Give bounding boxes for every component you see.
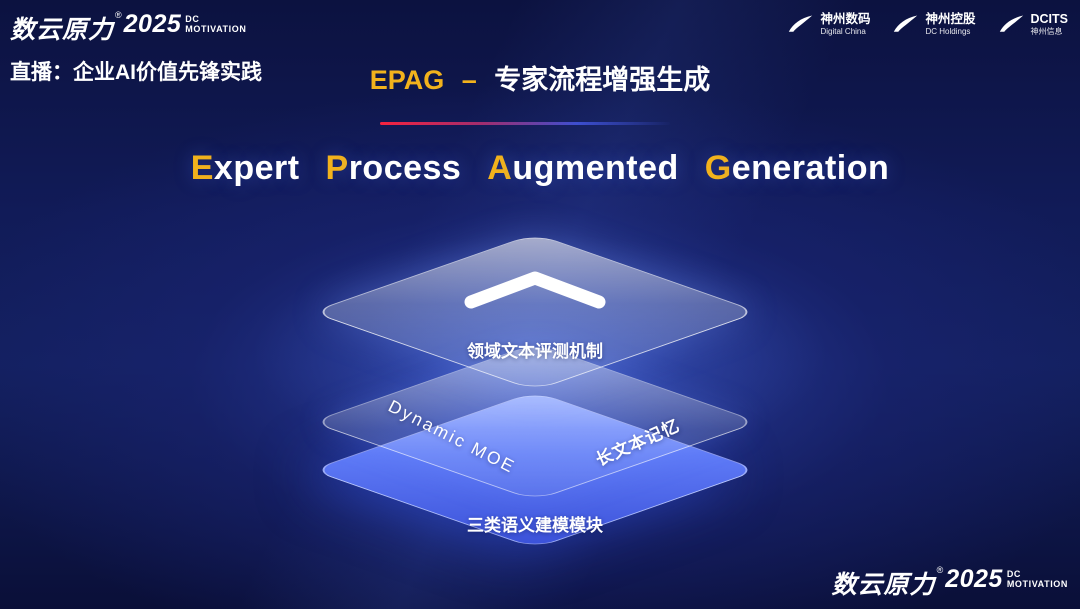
brand-tagline-line1: DC (185, 14, 200, 24)
brand-tagline: DC MOTIVATION (185, 14, 246, 35)
main-title-word: Augmented (487, 149, 679, 187)
partner-name-en: Digital China (820, 27, 866, 36)
brand-tagline: DC MOTIVATION (1007, 569, 1068, 590)
registered-mark: ® (115, 10, 122, 20)
main-title-word: Expert (190, 149, 300, 187)
partner-names: DCITS 神州信息 (1031, 12, 1069, 37)
partner-names: 神州数码 Digital China (820, 12, 870, 37)
partner-digital-china: 神州数码 Digital China (787, 12, 870, 37)
top-layer-label: 领域文本评测机制 (467, 342, 603, 361)
bottom-layer-label: 三类语义建模模块 (467, 516, 603, 535)
brand-tagline-line2: MOTIVATION (1006, 579, 1068, 590)
page-title-cn: 专家流程增强生成 (494, 65, 711, 95)
main-title-word: Generation (704, 149, 890, 187)
page-title-dash: – (461, 65, 477, 95)
partner-names: 神州控股 DC Holdings (925, 12, 975, 37)
brand-name: 数云原力 (10, 16, 115, 44)
partner-name-cn: 神州数码 (820, 12, 871, 26)
registered-mark: ® (936, 565, 944, 575)
partner-dc-holdings: 神州控股 DC Holdings (892, 12, 976, 37)
brand-logo-top-left: 数云原力 ® 2025 DC MOTIVATION (10, 10, 246, 46)
swoosh-icon (789, 15, 813, 32)
partner-name-cn: DCITS (1030, 12, 1069, 26)
main-title: Expert Process Augmented Generation (0, 149, 1080, 188)
brand-year: 2025 (123, 10, 182, 38)
main-title-word: Process (325, 149, 462, 187)
swoosh-icon (894, 15, 918, 32)
gradient-divider (380, 122, 670, 125)
partner-name-cn: 神州控股 (925, 12, 976, 26)
live-stream-label: 直播：企业AI价值先锋实践 (10, 61, 262, 84)
partner-dcits: DCITS 神州信息 (998, 12, 1069, 37)
page-title: EPAG – 专家流程增强生成 (370, 58, 711, 97)
partner-name-en: 神州信息 (1030, 27, 1063, 36)
swoosh-icon (999, 15, 1023, 32)
brand-logo-bottom-right: 数云原力 ® 2025 DC MOTIVATION (832, 565, 1068, 601)
partner-logos: 神州数码 Digital China 神州控股 DC Holdings DCIT… (787, 12, 1068, 37)
partner-name-en: DC Holdings (925, 27, 971, 36)
brand-name: 数云原力 (831, 571, 936, 599)
brand-year: 2025 (945, 565, 1003, 593)
brand-tagline-line2: MOTIVATION (185, 24, 247, 35)
chevron-up-icon (464, 271, 606, 309)
page-title-en: EPAG (369, 65, 445, 95)
brand-tagline-line1: DC (1006, 569, 1022, 579)
